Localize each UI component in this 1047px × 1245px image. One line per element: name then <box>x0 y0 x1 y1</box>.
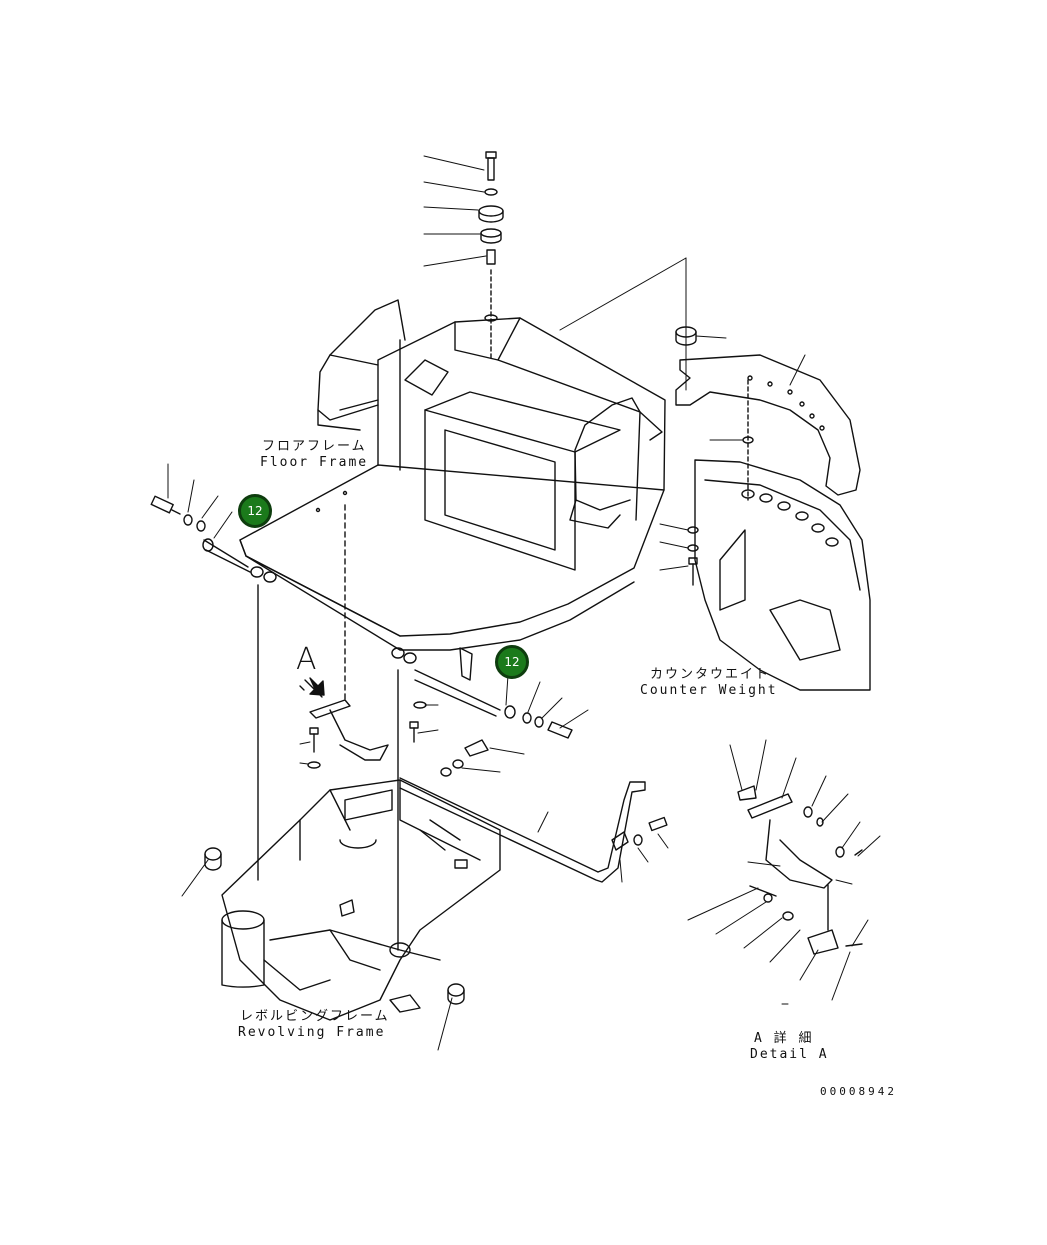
floor-frame-label-jp: フロアフレーム <box>262 439 367 454</box>
revolving-frame-label-jp: レボルビングフレーム <box>240 1009 390 1024</box>
floor-frame <box>239 299 666 681</box>
mount-stack <box>478 151 504 361</box>
view-marker-letter: A <box>296 642 317 677</box>
counter-weight-label-en: Counter Weight <box>640 683 778 698</box>
right-pin-assembly <box>414 669 589 739</box>
floor-frame-label-en: Floor Frame <box>260 455 369 470</box>
center-bracket <box>299 504 525 777</box>
counter-weight <box>559 257 871 691</box>
revolving-frame-label-en: Revolving Frame <box>238 1025 386 1040</box>
counter-weight-label-jp: カウンタウエイト <box>650 667 771 682</box>
left-pin-assembly <box>150 463 251 573</box>
callout-12-right[interactable]: 12 <box>495 645 529 679</box>
revolving-frame <box>181 584 501 1051</box>
support-tube <box>399 777 669 883</box>
view-arrow <box>299 677 325 698</box>
detail-a-label-jp: A 詳 細 <box>754 1031 814 1046</box>
detail-a-label-en: Detail A <box>750 1047 829 1062</box>
drawing-number: 00008942 <box>820 1085 897 1098</box>
callout-12-left[interactable]: 12 <box>238 494 272 528</box>
mount-leader-lines <box>423 155 487 267</box>
detail-a <box>687 739 881 1005</box>
